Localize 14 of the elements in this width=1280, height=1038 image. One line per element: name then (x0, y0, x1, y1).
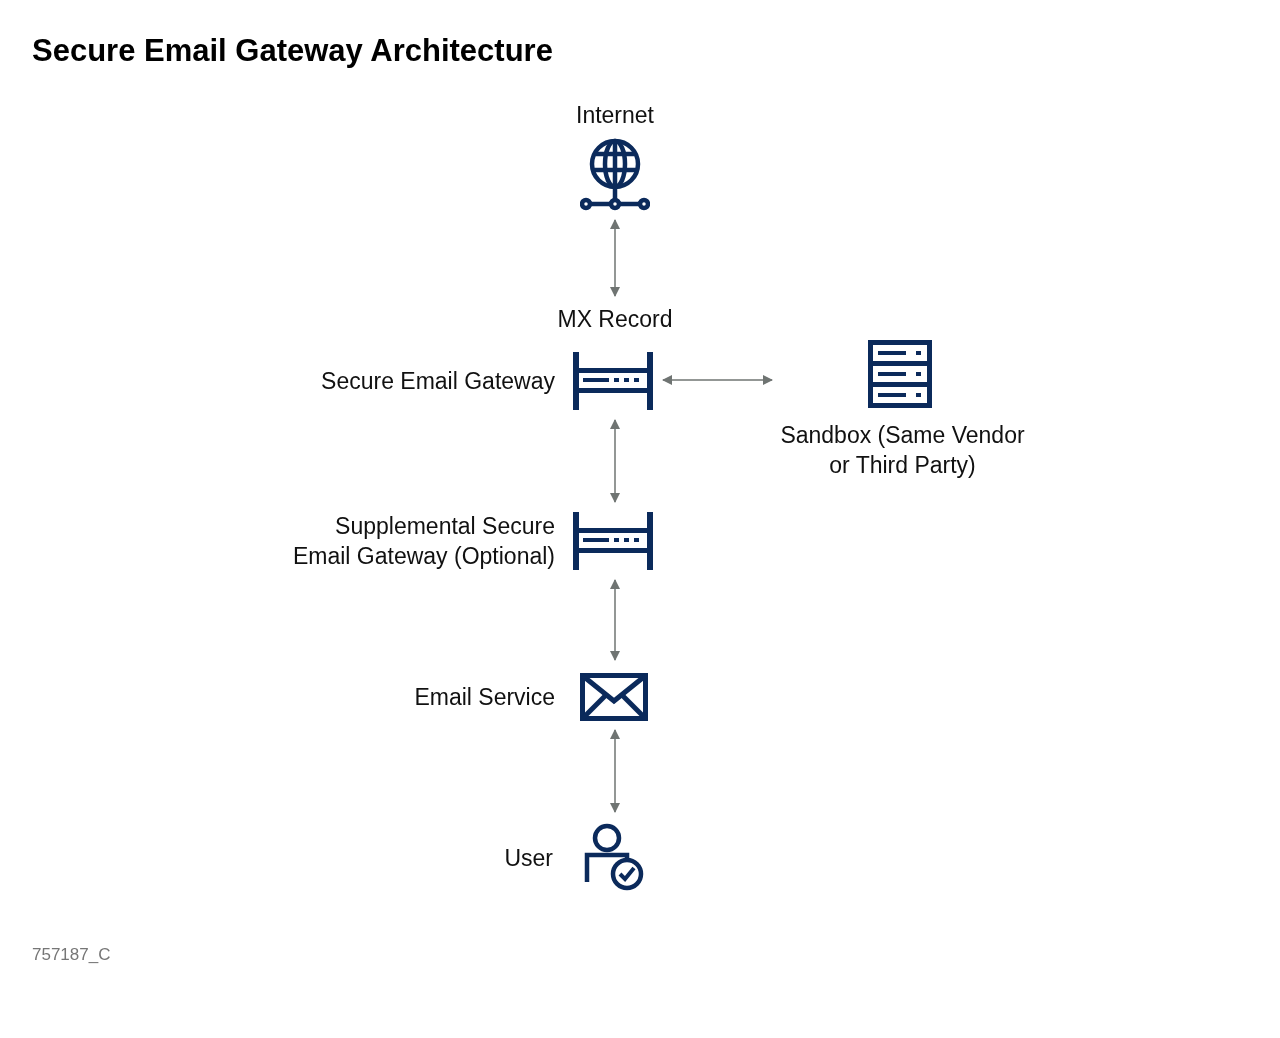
double-arrow (610, 579, 620, 661)
node-label: Internet (575, 101, 655, 130)
double-arrow (610, 219, 620, 297)
node-label: Secure Email Gateway (321, 367, 555, 396)
node-label: MX Record (556, 305, 674, 334)
double-arrow (610, 729, 620, 813)
double-arrow (610, 419, 620, 503)
double-arrow (662, 375, 773, 385)
node-label: Email Service (414, 683, 555, 712)
node-label: Sandbox (Same Vendor or Third Party) (780, 421, 1025, 480)
node-label: Supplemental Secure Email Gateway (Optional) (291, 512, 555, 571)
diagram-title: Secure Email Gateway Architecture (32, 32, 553, 70)
figure-id: 757187_C (32, 944, 111, 966)
node-label: User (504, 844, 553, 873)
